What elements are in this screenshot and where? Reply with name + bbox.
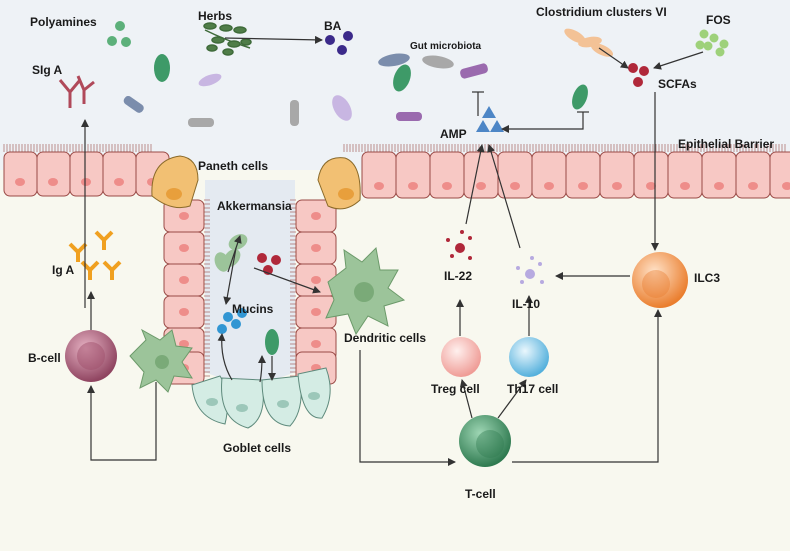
label-slga: SIg A — [32, 63, 63, 77]
label-ilc3: ILC3 — [694, 271, 721, 285]
il10-dots — [516, 256, 544, 284]
th17-cell — [509, 337, 549, 377]
label-polyamines: Polyamines — [30, 15, 97, 29]
label-il22: IL-22 — [444, 269, 473, 283]
il22-dots — [446, 230, 472, 260]
label-b-cell: B-cell — [28, 351, 61, 365]
amp-triangles — [476, 106, 504, 132]
label-akkermansia: Akkermansia — [217, 199, 292, 213]
label-il10: IL-10 — [512, 297, 541, 311]
tissue-background — [0, 170, 790, 551]
label-paneth-cells: Paneth cells — [198, 159, 269, 173]
scfa-dots — [628, 63, 649, 87]
label-ba: BA — [324, 19, 342, 33]
treg-cell — [441, 337, 481, 377]
paneth-cell-left — [151, 155, 199, 209]
b-cell — [65, 330, 117, 382]
label-epithelial-barrier: Epithelial Barrier — [678, 137, 775, 151]
crypt-molecules — [217, 253, 281, 334]
gut-microbiota — [123, 53, 588, 355]
label-goblet-cells: Goblet cells — [223, 441, 292, 455]
ba-dots — [325, 31, 353, 55]
paneth-cell-right — [317, 157, 361, 210]
label-amp: AMP — [440, 127, 467, 141]
fos-dots — [695, 29, 729, 57]
iga-antibodies — [68, 230, 122, 280]
polyamine-dots — [107, 21, 131, 47]
siga-icon — [58, 75, 95, 108]
ilc3-cell — [632, 252, 688, 308]
label-dendritic-cells: Dendritic cells — [344, 331, 427, 345]
epithelial-barrier-left — [3, 144, 170, 197]
dendritic-cell-right — [325, 246, 406, 336]
label-gut-microbiota: Gut microbiota — [410, 41, 482, 52]
goblet-cells — [191, 367, 331, 429]
herb-icon — [203, 22, 252, 56]
epithelial-barrier-right — [343, 144, 790, 199]
label-mucins: Mucins — [232, 302, 274, 316]
label-th17-cell: Th17 cell — [507, 382, 559, 396]
crypt-cells — [163, 199, 337, 385]
label-herbs: Herbs — [198, 9, 233, 23]
label-iga: Ig A — [52, 263, 75, 277]
t-cell — [459, 415, 511, 467]
arrows — [81, 35, 704, 466]
dendritic-cell-left — [129, 328, 193, 393]
label-treg-cell: Treg cell — [431, 382, 480, 396]
label-scfas: SCFAs — [658, 77, 697, 91]
label-t-cell: T-cell — [465, 487, 496, 501]
label-clostridium: Clostridium clusters VI — [536, 5, 667, 19]
label-fos: FOS — [706, 13, 731, 27]
